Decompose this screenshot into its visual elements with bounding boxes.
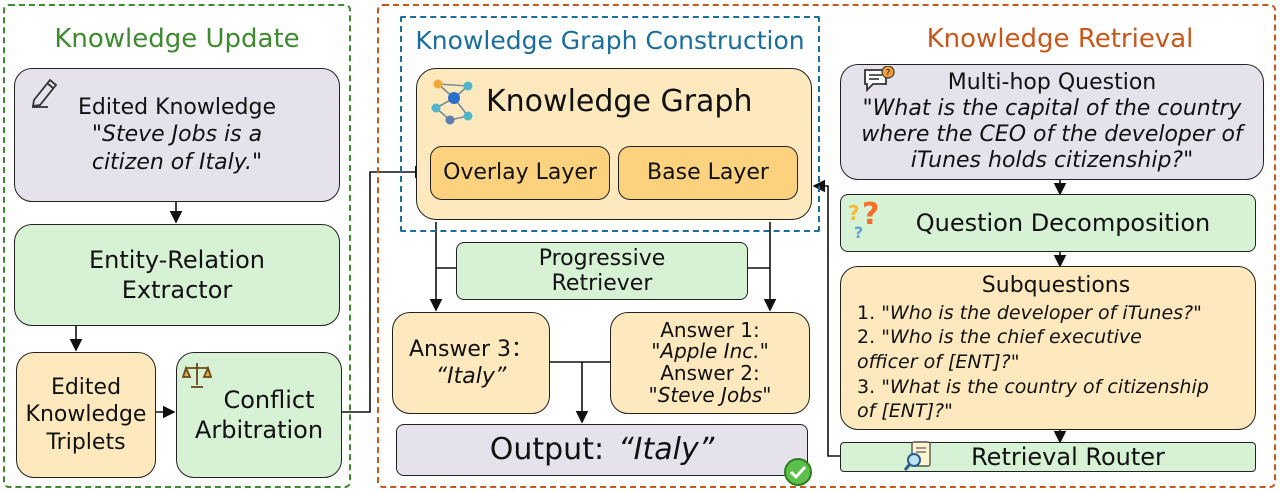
question-decomposition-box: Question Decomposition: [840, 194, 1256, 252]
multi-hop-line1: "What is the capital of the country: [862, 96, 1242, 122]
overlay-layer-label: Overlay Layer: [443, 160, 597, 186]
knowledge-retrieval-title: Knowledge Retrieval: [926, 24, 1194, 54]
entity-relation-extractor-box: Entity-Relation Extractor: [14, 224, 340, 326]
question-marks-icon: ? ? ?: [846, 196, 886, 240]
svg-text:?: ?: [848, 201, 860, 225]
output-label: Output:: [489, 432, 605, 468]
answer2-label: Answer 2:: [660, 361, 760, 385]
knowledge-graph-label: Knowledge Graph: [486, 84, 753, 119]
progressive-retriever-box: Progressive Retriever: [456, 242, 748, 300]
subquestions-title: Subquestions: [981, 272, 1131, 298]
answer3-value: “Italy”: [435, 364, 507, 389]
answer1-label: Answer 1:: [660, 317, 760, 342]
knowledge-update-section: [3, 4, 351, 488]
pencil-icon: [28, 74, 62, 108]
retrieval-router-label: Retrieval Router: [971, 443, 1165, 471]
extractor-line1: Entity-Relation: [88, 246, 265, 274]
multi-hop-line3: iTunes holds citizenship?": [910, 147, 1194, 173]
base-layer-label: Base Layer: [647, 160, 769, 186]
conflict-arbitration-box: Conflict Arbitration: [176, 352, 342, 478]
svg-text:?: ?: [862, 197, 879, 232]
subquestion-1: 1. "Who is the developer of iTunes?": [857, 301, 1202, 324]
arbitration-line1: Conflict: [223, 386, 315, 414]
triplets-line2: Knowledge: [25, 402, 147, 428]
network-graph-icon: [428, 76, 478, 126]
answer12-box: Answer 1: "Apple Inc." Answer 2: "Steve …: [610, 312, 810, 414]
multi-hop-question-box: Multi-hop Question "What is the capital …: [840, 64, 1264, 180]
subquestion-3-cont: of [ENT]?": [857, 400, 953, 423]
retriever-line2: Retriever: [551, 271, 653, 296]
base-layer-box: Base Layer: [618, 146, 798, 200]
answer1-value: "Apple Inc.": [651, 339, 769, 364]
triplets-line3: Triplets: [46, 429, 126, 455]
retrieval-outer-section: [377, 4, 1276, 488]
svg-text:?: ?: [886, 69, 891, 79]
edited-knowledge-triplets-box: Edited Knowledge Triplets: [16, 352, 156, 478]
subquestion-2: 2. "Who is the chief executive: [857, 326, 1142, 349]
retriever-line1: Progressive: [538, 245, 666, 271]
triplets-line1: Edited: [50, 374, 122, 400]
svg-text:?: ?: [854, 223, 863, 240]
edited-knowledge-text-line1: "Steve Jobs is a: [91, 122, 263, 148]
answer2-value: "Steve Jobs": [648, 382, 772, 407]
question-decomposition-label: Question Decomposition: [915, 209, 1211, 237]
balance-scale-icon: [182, 360, 212, 390]
edited-knowledge-box: Edited Knowledge "Steve Jobs is a citize…: [14, 68, 340, 202]
kg-construction-title: Knowledge Graph Construction: [415, 26, 805, 55]
arbitration-line2: Arbitration: [194, 416, 324, 444]
answer3-box: Answer 3： “Italy”: [392, 312, 550, 414]
check-circle-icon: [782, 456, 814, 488]
subquestions-box: Subquestions 1. "Who is the developer of…: [840, 266, 1256, 430]
search-document-icon: [902, 440, 936, 474]
edited-knowledge-label: Edited Knowledge: [77, 94, 277, 120]
edited-knowledge-text-line2: citizen of Italy.": [91, 149, 263, 175]
overlay-layer-box: Overlay Layer: [430, 146, 610, 200]
subquestion-3: 3. "What is the country of citizenship: [857, 375, 1209, 398]
multi-hop-label: Multi-hop Question: [947, 70, 1157, 96]
chat-question-icon: ?: [862, 66, 896, 96]
subquestion-2-cont: officer of [ENT]?": [857, 350, 1020, 373]
output-box: Output: “Italy”: [396, 424, 808, 476]
multi-hop-line2: where the CEO of the developer of: [861, 122, 1243, 147]
output-value: “Italy”: [618, 432, 715, 468]
answer3-label: Answer 3：: [408, 336, 534, 362]
kg-construction-section: [400, 16, 820, 232]
extractor-line2: Extractor: [121, 276, 233, 304]
knowledge-update-title: Knowledge Update: [54, 24, 300, 54]
